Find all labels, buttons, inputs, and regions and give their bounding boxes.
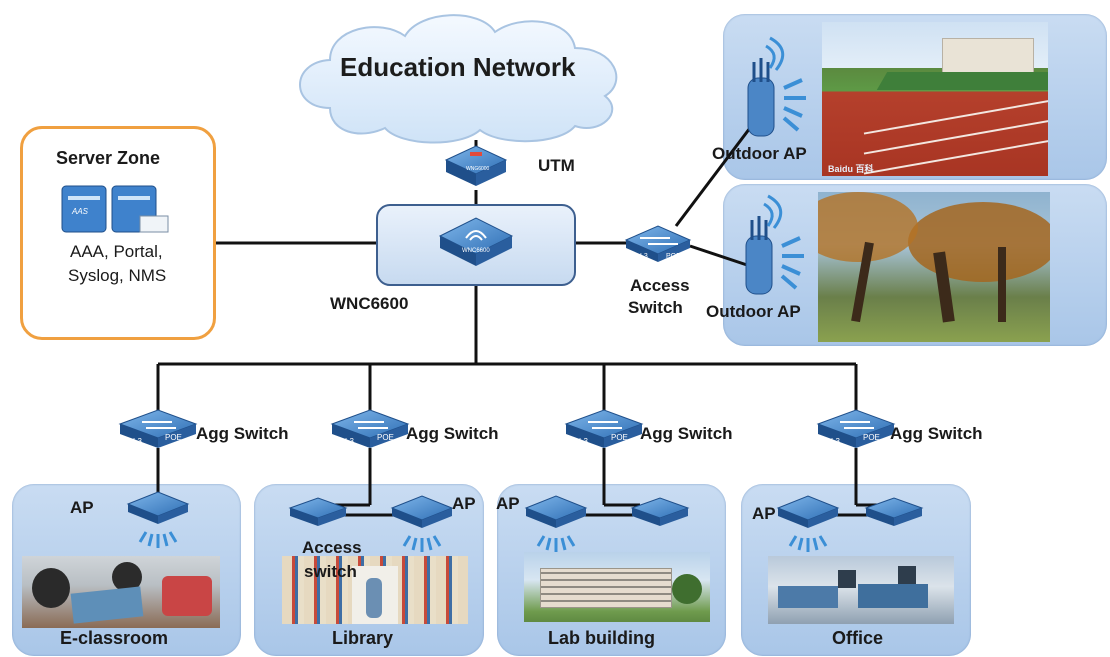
- controller-label: WNC6600: [330, 294, 409, 313]
- l2-switch-devices: [288, 497, 924, 526]
- agg-switch-1-port-left: L3: [133, 437, 142, 446]
- site-name-e-classroom: E-classroom: [60, 628, 169, 648]
- access-switch-label-line2: Switch: [628, 298, 683, 317]
- library-access-switch-line1: Access: [302, 538, 362, 557]
- agg-switch-4-port-left: L3: [831, 437, 840, 446]
- classroom-photo: [22, 556, 220, 628]
- outdoor-ap-label-2: Outdoor AP: [706, 302, 801, 321]
- server-zone-box: [20, 126, 216, 340]
- site-name-lab-building: Lab building: [548, 628, 655, 648]
- agg-switch-3-port-left: L3: [579, 437, 588, 446]
- access-switch-port-right: POE: [666, 253, 681, 260]
- access-switch-top-device: [624, 225, 692, 262]
- agg-switch-3-port-right: POE: [611, 433, 628, 442]
- utm-label: UTM: [538, 156, 575, 175]
- ap-label-library: AP: [452, 494, 476, 513]
- ap-label-lab-building: AP: [496, 494, 520, 513]
- agg-switch-2-port-right: POE: [377, 433, 394, 442]
- utm-device-text: WNG6000: [466, 166, 490, 172]
- agg-switch-1-port-right: POE: [165, 433, 182, 442]
- ap-label-office: AP: [752, 504, 776, 523]
- agg-switch-label-3: Agg Switch: [640, 424, 733, 443]
- agg-switch-label-4: Agg Switch: [890, 424, 983, 443]
- campus-track-photo: Baidu 百科: [822, 22, 1048, 176]
- agg-switch-label-2: Agg Switch: [406, 424, 499, 443]
- agg-switch-2-port-left: L3: [345, 437, 354, 446]
- agg-switch-label-1: Agg Switch: [196, 424, 289, 443]
- access-switch-port-left: L3: [640, 253, 648, 260]
- access-switch-label-line1: Access: [630, 276, 690, 295]
- server-zone-services-line2: Syslog, NMS: [68, 266, 167, 285]
- library-photo: [282, 556, 468, 624]
- park-trees-photo: [818, 192, 1050, 342]
- indoor-ap-devices: [126, 491, 840, 552]
- outdoor-ap-devices: [745, 36, 806, 295]
- office-photo: [768, 556, 954, 624]
- site-name-office: Office: [832, 628, 884, 648]
- outdoor-ap-label-1: Outdoor AP: [712, 144, 807, 163]
- lab-building-photo: [524, 552, 710, 622]
- agg-switch-4-port-right: POE: [863, 433, 880, 442]
- controller-device-text: WNC6600: [462, 248, 490, 254]
- server-icons: [61, 185, 169, 233]
- agg-switch-devices: [118, 409, 896, 448]
- cloud-label: Education Network: [340, 52, 576, 82]
- library-access-switch-line2: switch: [304, 562, 357, 581]
- controller-device: [438, 217, 514, 266]
- ap-label-e-classroom: AP: [70, 498, 94, 517]
- server-zone-services-line1: AAA, Portal,: [70, 242, 163, 261]
- baidu-watermark: Baidu 百科: [828, 164, 874, 174]
- site-name-library: Library: [332, 628, 394, 648]
- server-zone-title: Server Zone: [56, 148, 161, 168]
- utm-device: [444, 145, 508, 186]
- server-tag-text: AAS: [71, 207, 89, 216]
- cloud-shape: [299, 14, 618, 144]
